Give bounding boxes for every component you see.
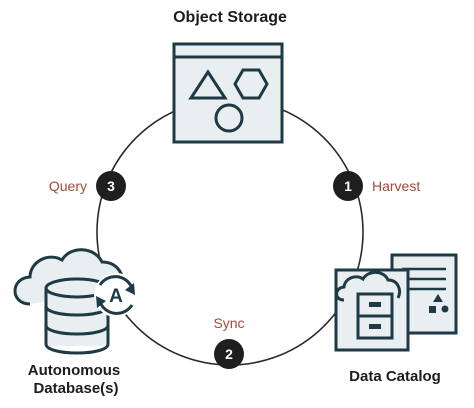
step-1-number: 1 — [344, 178, 352, 194]
cabinet-icon — [356, 292, 394, 340]
object-storage-title: Object Storage — [173, 9, 287, 26]
step-harvest: 1 Harvest — [333, 171, 420, 201]
step-3-badge — [96, 171, 126, 201]
step-1-label: Harvest — [372, 178, 420, 194]
catalog-cloud-icon — [335, 270, 402, 302]
autonomous-letter: A — [109, 286, 123, 307]
data-catalog-label: Data Catalog — [349, 368, 441, 385]
step-2-label: Sync — [213, 315, 244, 331]
step-3-label: Query — [49, 178, 87, 194]
autonomous-database-icon: A — [13, 248, 138, 355]
step-query: Query 3 — [49, 171, 126, 201]
hexagon-icon — [233, 68, 269, 100]
step-1-badge — [333, 171, 363, 201]
autonomous-database-label-line2: Database(s) — [33, 380, 118, 397]
step-3-number: 3 — [107, 178, 115, 194]
step-2-badge — [214, 339, 244, 369]
step-sync: Sync 2 — [213, 315, 245, 369]
circle-shape-icon — [214, 103, 244, 133]
autonomous-database-label-line1: Autonomous — [28, 362, 120, 379]
catalog-frame-icon — [334, 268, 410, 352]
object-storage-icon — [172, 42, 284, 144]
autonomous-sync-icon: A — [94, 273, 138, 317]
data-catalog-icon — [334, 253, 458, 352]
step-2-number: 2 — [225, 346, 233, 362]
triangle-icon — [188, 69, 228, 100]
